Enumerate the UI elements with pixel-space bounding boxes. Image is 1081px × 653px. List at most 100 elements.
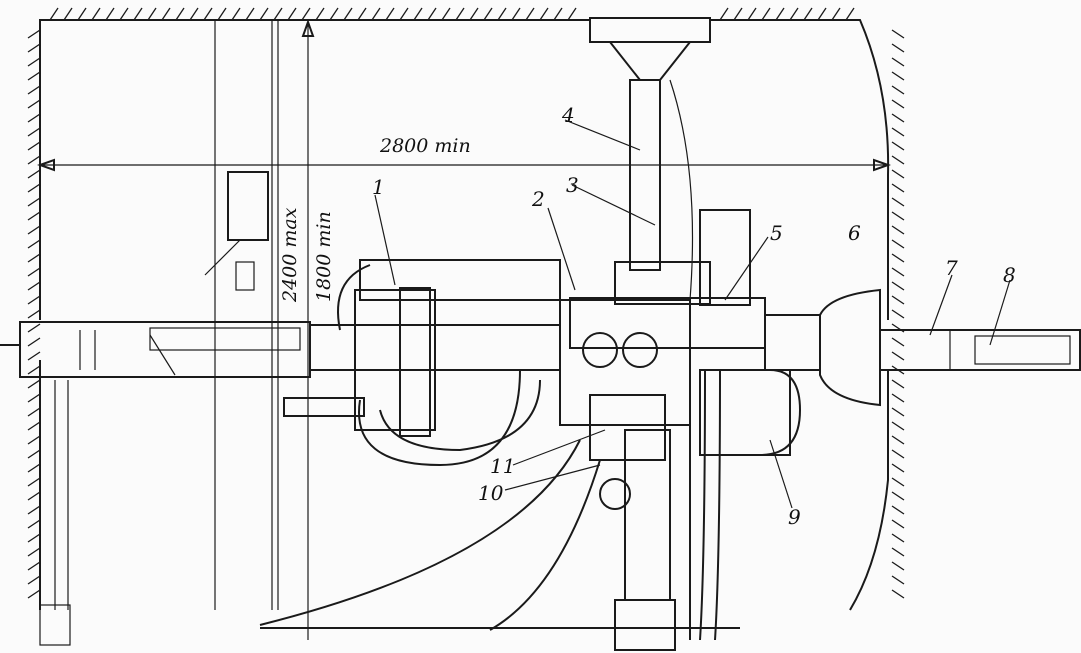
- hatch-mark: [27, 365, 41, 375]
- hatch-mark: [399, 7, 409, 21]
- hatch-mark: [27, 113, 41, 123]
- hatch-mark: [891, 71, 905, 81]
- hatch-mark: [27, 267, 41, 277]
- callout-2: 2: [531, 187, 545, 211]
- hatch-mark: [891, 491, 905, 501]
- hatch-mark: [27, 211, 41, 221]
- callout-4: 4: [561, 103, 575, 127]
- hatch-mark: [175, 7, 185, 21]
- leader-lines: [374, 119, 1011, 509]
- hatch-mark: [413, 7, 423, 21]
- hatch-mark: [891, 113, 905, 123]
- hatch-mark: [891, 533, 905, 543]
- hatch-mark: [761, 7, 771, 21]
- hatch-mark: [329, 7, 339, 21]
- drill-head: [764, 288, 881, 407]
- hatch-mark: [27, 463, 41, 473]
- hatch-mark: [77, 7, 87, 21]
- hatch-mark: [775, 7, 785, 21]
- hatch-mark: [27, 575, 41, 585]
- hatch-mark: [845, 7, 855, 21]
- hatch-mark: [891, 155, 905, 165]
- hatch-mark: [747, 7, 757, 21]
- hatch-mark: [891, 519, 905, 529]
- hatch-mark: [511, 7, 521, 21]
- hatch-mark: [231, 7, 241, 21]
- hatch-mark: [273, 7, 283, 21]
- hatch-mark: [27, 309, 41, 319]
- drive-motor: [699, 369, 802, 456]
- hatch-mark: [27, 239, 41, 249]
- hatch-mark: [525, 7, 535, 21]
- hatch-mark: [49, 7, 59, 21]
- hatch-mark: [27, 43, 41, 53]
- hatch-mark: [891, 57, 905, 67]
- hatch-mark: [891, 421, 905, 431]
- hatch-mark: [891, 379, 905, 389]
- hatch-mark: [891, 29, 905, 39]
- hatch-mark: [27, 547, 41, 557]
- hatch-mark: [287, 7, 297, 21]
- hatch-mark: [891, 407, 905, 417]
- hatch-mark: [27, 99, 41, 109]
- hatch-mark: [497, 7, 507, 21]
- hatch-mark: [27, 253, 41, 263]
- hatch-mark: [891, 99, 905, 109]
- hatch-mark: [27, 57, 41, 67]
- hatch-mark: [891, 449, 905, 459]
- hatch-mark: [27, 155, 41, 165]
- hatch-mark: [27, 589, 41, 599]
- hatch-mark: [27, 393, 41, 403]
- hatch-mark: [891, 239, 905, 249]
- hatch-mark: [539, 7, 549, 21]
- hatch-mark: [789, 7, 799, 21]
- hatch-mark: [891, 463, 905, 473]
- hatch-mark: [441, 7, 451, 21]
- hatch-mark: [891, 295, 905, 305]
- hatch-mark: [891, 505, 905, 515]
- hatch-mark: [891, 337, 905, 347]
- hatch-mark: [719, 7, 729, 21]
- hatch-mark: [891, 351, 905, 361]
- hatch-mark: [891, 43, 905, 53]
- hatch-mark: [27, 379, 41, 389]
- hatch-mark: [891, 141, 905, 151]
- callout-3: 3: [566, 173, 579, 197]
- hatch-mark: [891, 267, 905, 277]
- hatch-mark: [27, 421, 41, 431]
- hatch-mark: [27, 519, 41, 529]
- hatch-mark: [217, 7, 227, 21]
- callout-9: 9: [788, 505, 801, 529]
- hatch-mark: [301, 7, 311, 21]
- hatch-mark: [27, 351, 41, 361]
- hatch-mark: [91, 7, 101, 21]
- hatch-mark: [27, 281, 41, 291]
- hatch-mark: [27, 29, 41, 39]
- callout-5: 5: [770, 221, 783, 245]
- hatch-mark: [891, 85, 905, 95]
- hatch-mark: [245, 7, 255, 21]
- hatch-mark: [891, 561, 905, 571]
- hatch-mark: [27, 197, 41, 207]
- hatch-mark: [189, 7, 199, 21]
- hatch-mark: [891, 477, 905, 487]
- hatch-mark: [27, 183, 41, 193]
- width-dimension: 2800 min: [379, 135, 471, 157]
- hatch-mark: [891, 281, 905, 291]
- hatch-mark: [27, 505, 41, 515]
- hatch-mark: [469, 7, 479, 21]
- height-max-dimension: 2400 max: [279, 207, 301, 303]
- hatch-mark: [27, 71, 41, 81]
- hatch-mark: [27, 85, 41, 95]
- hatch-mark: [161, 7, 171, 21]
- hatch-mark: [259, 7, 269, 21]
- hatch-mark: [891, 309, 905, 319]
- tunnel-wall: [27, 7, 905, 611]
- hatch-mark: [27, 449, 41, 459]
- hatch-mark: [891, 575, 905, 585]
- hatch-mark: [891, 183, 905, 193]
- hatch-mark: [27, 491, 41, 501]
- hatch-mark: [455, 7, 465, 21]
